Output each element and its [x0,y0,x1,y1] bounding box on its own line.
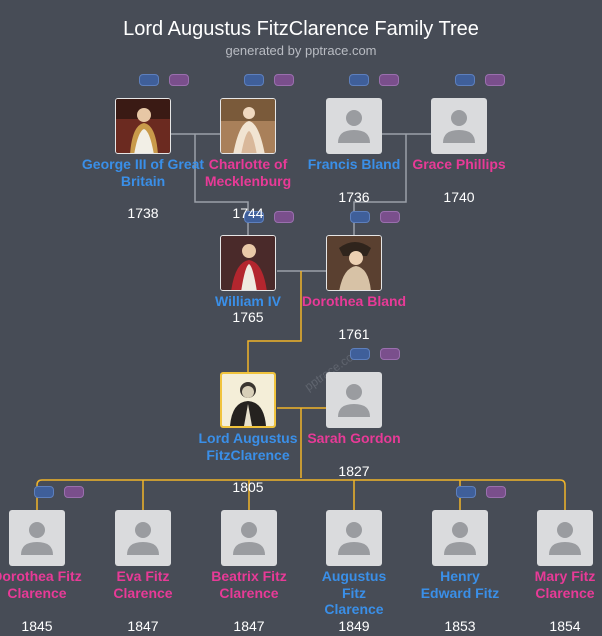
person-year: 1853 [444,618,476,634]
person-name: Mary Fitz Clarence [534,568,596,601]
person-name: George III of Great Britain [81,156,205,189]
portrait-william[interactable] [220,235,276,291]
chip-blue[interactable] [455,74,475,86]
chip-purple[interactable] [64,486,84,498]
chip-purple[interactable] [486,486,506,498]
person-year: 1849 [338,618,370,634]
portrait-image [327,236,381,290]
chip-blue[interactable] [34,486,54,498]
person-year: 1827 [338,463,370,479]
chip-blue[interactable] [244,74,264,86]
portrait-image [222,374,274,426]
person-year: 1738 [127,205,159,221]
person-year: 1847 [127,618,159,634]
portrait-image [221,99,275,153]
person-name: Francis Bland [307,156,401,172]
chip-purple[interactable] [169,74,189,86]
person-year: 1765 [232,309,264,325]
relations-chip-dorothea-f[interactable] [34,486,86,498]
avatar-placeholder-icon[interactable] [431,98,487,154]
avatar-placeholder-icon[interactable] [537,510,593,566]
person-year: 1761 [338,326,370,342]
relations-chip-charlotte[interactable] [244,74,296,86]
portrait-george[interactable] [115,98,171,154]
portrait-image [221,236,275,290]
portrait-image [116,99,170,153]
relations-chip-william[interactable] [244,211,296,223]
chip-blue[interactable] [350,348,370,360]
person-year: 1736 [338,189,370,205]
person-year: 1854 [549,618,581,634]
chip-blue[interactable] [244,211,264,223]
portrait-charlotte[interactable] [220,98,276,154]
person-year: 1740 [443,189,475,205]
page-title: Lord Augustus FitzClarence Family Tree [123,18,479,40]
avatar-placeholder-icon[interactable] [221,510,277,566]
avatar-placeholder-icon[interactable] [326,510,382,566]
person-name: Charlotte of Mecklenburg [204,156,292,189]
portrait-augustus[interactable] [220,372,276,428]
chip-blue[interactable] [350,211,370,223]
person-name: Sarah Gordon [307,430,401,446]
person-name: Beatrix Fitz Clarence [211,568,287,601]
relations-chip-francis[interactable] [349,74,401,86]
chip-purple[interactable] [274,211,294,223]
person-name: Augustus Fitz Clarence [321,568,387,617]
avatar-placeholder-icon[interactable] [432,510,488,566]
avatar-placeholder-icon[interactable] [115,510,171,566]
person-name: William IV [214,293,281,309]
person-name: Lord Augustus FitzClarence [198,430,298,463]
chip-blue[interactable] [456,486,476,498]
person-name: Henry Edward Fitz [420,568,500,601]
person-year: 1847 [233,618,265,634]
chip-purple[interactable] [274,74,294,86]
person-name: Grace Phillips [412,156,506,172]
person-name: Dorothea Bland [301,293,407,309]
avatar-placeholder-icon[interactable] [326,372,382,428]
person-name: Dorothea Fitz Clarence [0,568,82,601]
portrait-dorothea-bland[interactable] [326,235,382,291]
page-subtitle: generated by pptrace.com [225,43,377,58]
relations-chip-george[interactable] [139,74,191,86]
relations-chip-grace[interactable] [455,74,507,86]
person-year: 1845 [21,618,53,634]
chip-purple[interactable] [485,74,505,86]
chip-purple[interactable] [380,211,400,223]
person-year: 1744 [232,205,264,221]
chip-blue[interactable] [139,74,159,86]
avatar-placeholder-icon[interactable] [9,510,65,566]
connector-children-bar [36,479,566,510]
person-name: Eva Fitz Clarence [113,568,173,601]
chip-purple[interactable] [379,74,399,86]
chip-purple[interactable] [380,348,400,360]
avatar-placeholder-icon[interactable] [326,98,382,154]
relations-chip-henry[interactable] [456,486,508,498]
connector-william-dorothea-down [247,271,302,372]
person-year: 1805 [232,479,264,495]
chip-blue[interactable] [349,74,369,86]
relations-chip-sarah[interactable] [350,348,402,360]
relations-chip-dorothea-b[interactable] [350,211,402,223]
